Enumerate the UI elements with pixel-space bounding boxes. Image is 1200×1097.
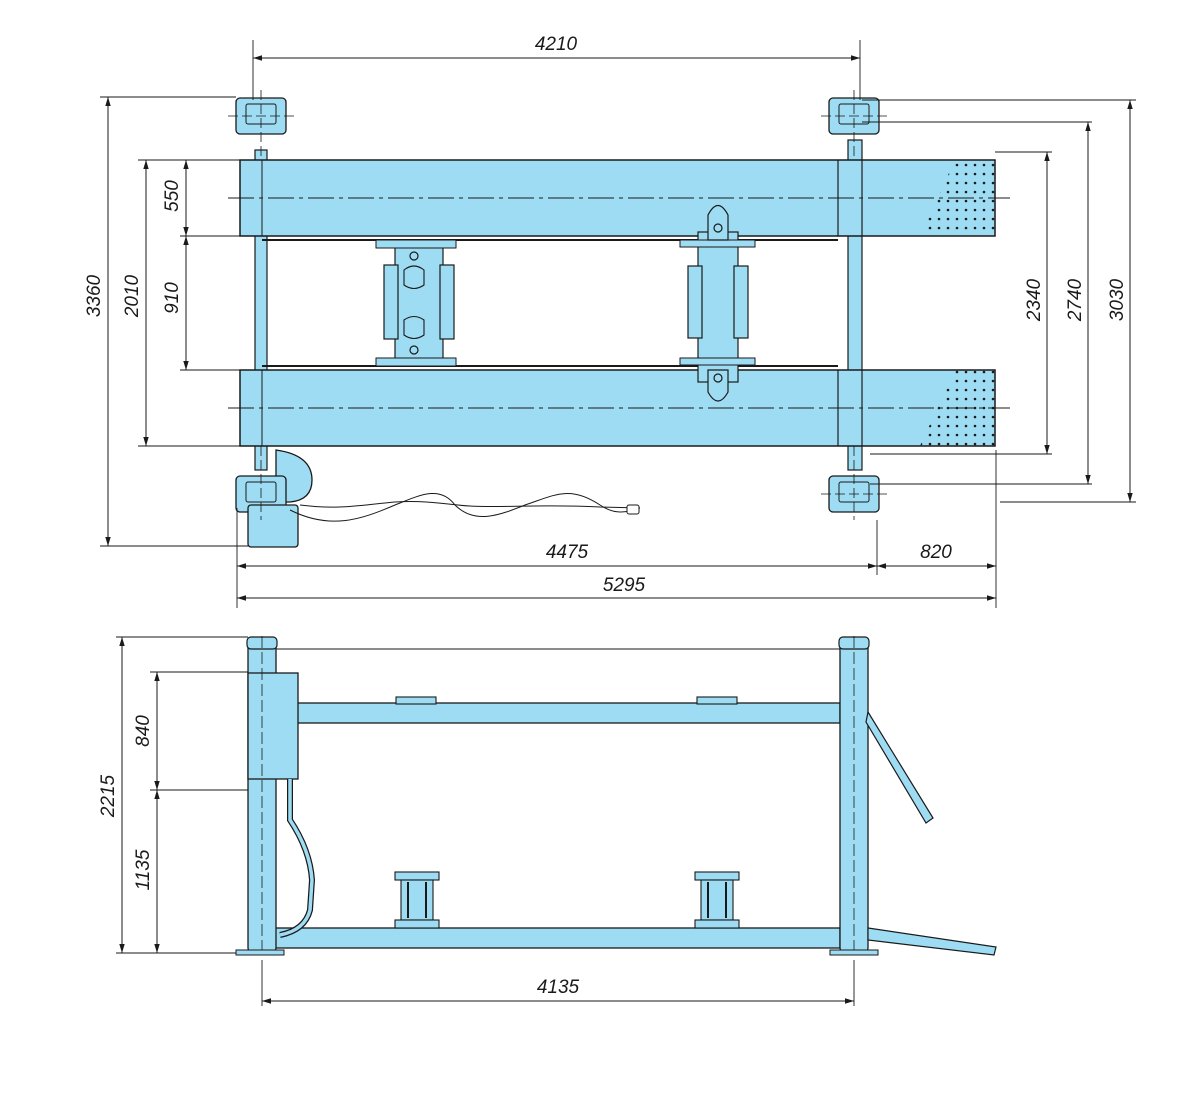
top-view: 4210 3360 2010 550 910 2340 2740 3030 44… (84, 34, 1136, 608)
jacking-beam-left (375, 239, 457, 367)
remote-control (626, 504, 640, 515)
lower-platform (274, 927, 841, 949)
dim-910: 910 (162, 282, 183, 314)
jack-stand-right (694, 871, 740, 929)
ramp-raised (865, 710, 934, 824)
jacking-beam-right (679, 204, 756, 402)
column-base-bottom-left-with-motor (235, 446, 313, 548)
dim-4475: 4475 (546, 542, 589, 563)
dim-2740: 2740 (1065, 278, 1086, 322)
top-view-extension-lines (100, 40, 1136, 608)
control-box (247, 672, 299, 780)
dim-2010: 2010 (122, 274, 143, 318)
dim-3030: 3030 (1107, 278, 1128, 321)
column-base-top-right (821, 90, 887, 160)
dim-2215: 2215 (98, 774, 119, 818)
column-base-bottom-right (821, 446, 887, 520)
dim-820: 820 (920, 542, 952, 563)
upper-platform (294, 702, 841, 724)
dim-840: 840 (133, 715, 154, 747)
top-view-dimension-lines (105, 55, 1133, 601)
dim-4210: 4210 (535, 34, 578, 55)
control-cable (289, 492, 636, 522)
column-base-top-left (228, 90, 294, 160)
side-view-extension-lines (116, 636, 855, 1006)
dim-2340: 2340 (1024, 278, 1045, 322)
upper-pad-left (395, 696, 437, 705)
ramp-lowered (867, 927, 997, 956)
side-view-dimension-lines (119, 637, 854, 1004)
dim-4135: 4135 (537, 977, 580, 998)
dim-3360: 3360 (84, 274, 105, 317)
dim-1135: 1135 (133, 849, 154, 890)
dim-550: 550 (162, 180, 183, 212)
dim-5295: 5295 (603, 575, 646, 596)
side-view: 2215 840 1135 4135 (98, 636, 997, 1006)
jack-stand-left (394, 871, 440, 929)
upper-pad-right (696, 696, 738, 705)
